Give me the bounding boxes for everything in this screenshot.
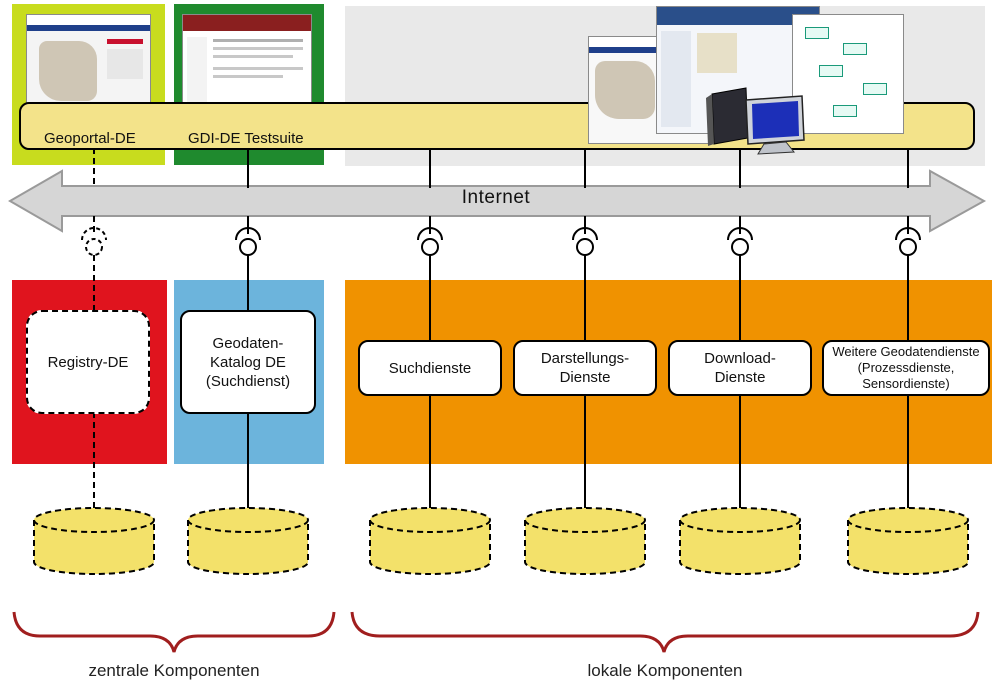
interface-socket-registry bbox=[81, 227, 107, 256]
database-further-icon bbox=[847, 507, 969, 575]
geoportal-label: Geoportal-DE bbox=[44, 130, 136, 147]
view-services-box: Darstellungs- Dienste bbox=[513, 340, 657, 396]
database-registry-icon bbox=[33, 507, 155, 575]
local-components-label: lokale Komponenten bbox=[587, 661, 743, 680]
central-components-label: zentrale Komponenten bbox=[88, 661, 260, 680]
brace-central bbox=[12, 611, 336, 653]
catalog-box: Geodaten- Katalog DE (Suchdienst) bbox=[180, 310, 316, 414]
computer-icon bbox=[706, 87, 805, 155]
download-services-box: Download- Dienste bbox=[668, 340, 812, 396]
interface-socket-further bbox=[895, 227, 921, 256]
database-catalog-icon bbox=[187, 507, 309, 575]
brace-local bbox=[350, 611, 980, 653]
database-download-icon bbox=[679, 507, 801, 575]
database-view-icon bbox=[524, 507, 646, 575]
further-services-box: Weitere Geodatendienste (Prozessdienste,… bbox=[822, 340, 990, 396]
internet-label: Internet bbox=[461, 187, 531, 208]
workflow-screenshot bbox=[792, 14, 904, 134]
testsuite-label: GDI-DE Testsuite bbox=[188, 130, 304, 147]
database-search-icon bbox=[369, 507, 491, 575]
registry-box: Registry-DE bbox=[26, 310, 150, 414]
interface-socket-view bbox=[572, 227, 598, 256]
search-services-box: Suchdienste bbox=[358, 340, 502, 396]
